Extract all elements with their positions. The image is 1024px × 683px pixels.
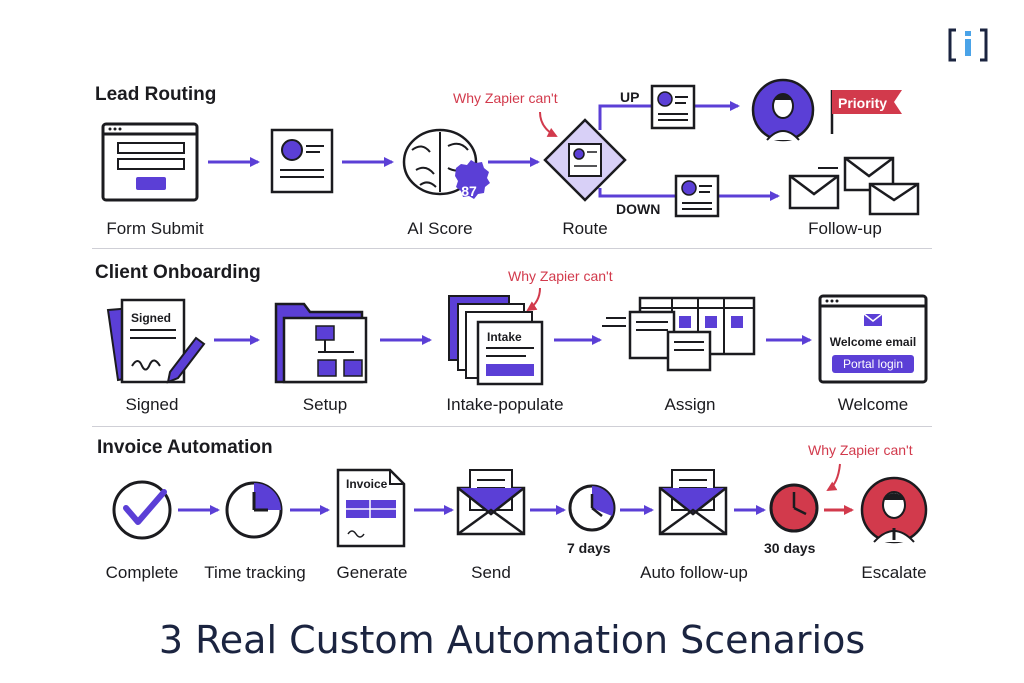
wait-30-days-clock-icon bbox=[769, 483, 819, 533]
step-time-tracking: Time tracking bbox=[204, 563, 306, 582]
step-complete: Complete bbox=[105, 563, 179, 582]
step-assign: Assign bbox=[664, 395, 716, 414]
step-auto-follow-up: Auto follow-up bbox=[640, 563, 748, 582]
wait-7-days-clock-icon bbox=[568, 484, 616, 532]
callout-why-zapier-invoice: Why Zapier can't bbox=[808, 442, 913, 458]
auto-follow-up-envelope-icon bbox=[658, 469, 728, 536]
section-heading-client-onboarding: Client Onboarding bbox=[95, 262, 261, 283]
folder-structure-icon bbox=[274, 302, 368, 384]
callout-arrow bbox=[539, 111, 558, 137]
signed-document-icon bbox=[106, 298, 206, 384]
callout-why-zapier-onboarding: Why Zapier can't bbox=[508, 268, 613, 284]
step-ai-score: AI Score bbox=[407, 219, 473, 238]
wait-30-days-label: 30 days bbox=[764, 540, 816, 556]
row-divider bbox=[92, 426, 932, 427]
escalate-manager-avatar bbox=[860, 476, 928, 544]
step-follow-up: Follow-up bbox=[808, 219, 882, 238]
callout-arrow bbox=[826, 463, 841, 492]
callout-why-zapier-lead: Why Zapier can't bbox=[453, 90, 558, 106]
send-envelope-icon bbox=[456, 469, 526, 536]
form-window-icon bbox=[101, 122, 199, 202]
callout-arrow bbox=[526, 287, 541, 312]
priority-flag-label: Priority bbox=[838, 95, 887, 111]
lead-card-down-icon bbox=[674, 174, 720, 218]
branch-up-label: UP bbox=[620, 89, 640, 105]
portal-login-button: Portal login bbox=[843, 357, 903, 371]
step-setup: Setup bbox=[302, 395, 348, 414]
intake-form-label: Intake bbox=[487, 330, 522, 344]
brand-logo bbox=[948, 28, 988, 62]
sales-rep-avatar bbox=[751, 78, 815, 142]
section-heading-invoice-automation: Invoice Automation bbox=[97, 437, 273, 458]
intake-forms-icon bbox=[448, 295, 544, 386]
follow-up-envelopes-icon bbox=[788, 156, 920, 216]
ai-score-badge: 87 bbox=[461, 183, 477, 199]
page-title: 3 Real Custom Automation Scenarios bbox=[158, 618, 866, 662]
wait-7-days-label: 7 days bbox=[567, 540, 611, 556]
welcome-window-icon bbox=[818, 294, 928, 384]
step-route: Route bbox=[562, 219, 608, 238]
route-diamond-icon bbox=[543, 118, 627, 202]
step-signed: Signed bbox=[125, 395, 179, 414]
priority-flag-icon bbox=[830, 90, 902, 134]
invoice-document-icon bbox=[336, 468, 406, 548]
assignment-board-icon bbox=[602, 296, 756, 372]
time-tracking-clock-icon bbox=[225, 481, 283, 539]
row-divider bbox=[92, 248, 932, 249]
step-generate: Generate bbox=[336, 563, 408, 582]
lead-card-up-icon bbox=[650, 84, 696, 130]
invoice-document-label: Invoice bbox=[346, 477, 388, 491]
ai-brain-icon bbox=[402, 128, 490, 199]
check-complete-icon bbox=[112, 480, 172, 540]
section-heading-lead-routing: Lead Routing bbox=[95, 84, 217, 105]
step-intake-populate: Intake-populate bbox=[446, 395, 564, 414]
branch-down-label: DOWN bbox=[616, 201, 661, 217]
welcome-email-label: Welcome email bbox=[830, 335, 916, 349]
step-escalate: Escalate bbox=[861, 563, 927, 582]
step-send: Send bbox=[471, 563, 511, 582]
signed-document-label: Signed bbox=[131, 311, 171, 325]
step-form-submit: Form Submit bbox=[106, 219, 204, 238]
step-welcome: Welcome bbox=[837, 395, 909, 414]
lead-card-icon bbox=[270, 128, 334, 194]
